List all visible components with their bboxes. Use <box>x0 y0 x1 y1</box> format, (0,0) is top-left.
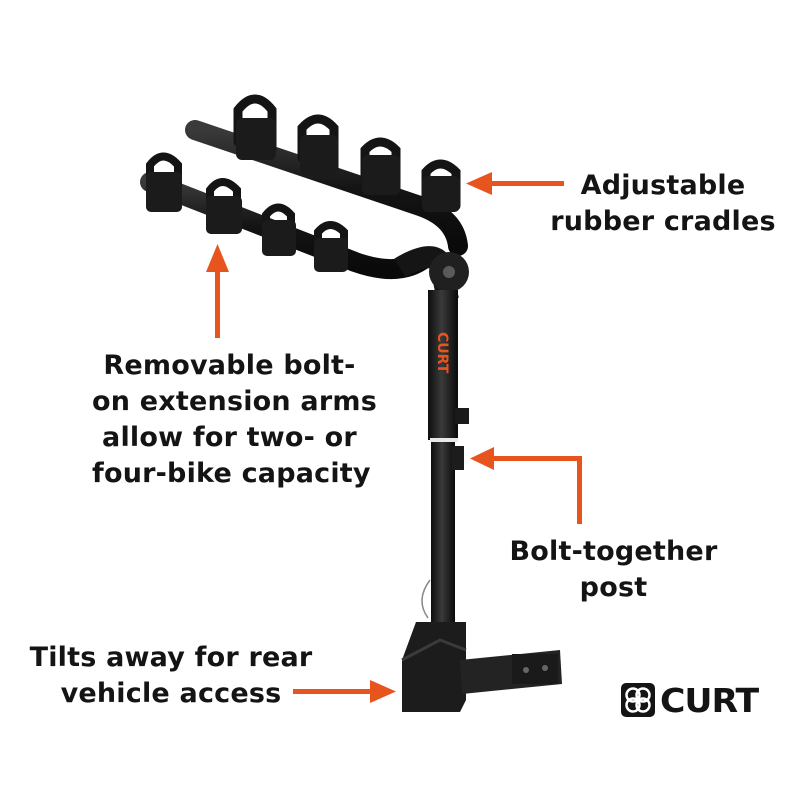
callout-line: Tilts away for rear <box>29 642 313 673</box>
brand-name: CURT <box>660 680 759 720</box>
bike-rack: CURT <box>140 120 562 712</box>
curt-logo: CURT <box>620 680 759 720</box>
callout-line: Removable bolt- <box>103 350 356 381</box>
callout-line: on extension arms <box>92 386 377 417</box>
callout-extension-arms: Removable bolt- on extension arms allow … <box>92 348 377 492</box>
callout-line: four-bike capacity <box>92 458 371 489</box>
callout-bolt-together-post: Bolt-together post <box>506 534 721 606</box>
callout-adjustable-cradles: Adjustable rubber cradles <box>548 168 778 240</box>
arrow-icon-post <box>470 447 582 524</box>
callout-line: post <box>579 572 648 603</box>
callout-line: allow for two- or <box>102 422 357 453</box>
arrow-icon-tilt <box>293 680 396 703</box>
callout-line: rubber cradles <box>550 206 776 237</box>
callout-tilt-away: Tilts away for rear vehicle access <box>26 640 316 712</box>
arrow-icon-cradles <box>466 172 564 195</box>
mast-brand-mark: CURT <box>434 332 450 374</box>
curt-logo-icon <box>621 683 655 717</box>
arrow-icon-arms <box>206 244 229 338</box>
rear-cradles <box>233 94 461 211</box>
rear-carry-arm <box>185 120 468 256</box>
base-bracket <box>402 622 466 712</box>
callout-line: Adjustable <box>580 170 746 201</box>
callout-line: vehicle access <box>60 678 282 709</box>
upper-mast <box>428 290 458 440</box>
callout-line: Bolt-together <box>509 536 718 567</box>
front-cradles <box>146 152 348 270</box>
lower-mast <box>431 442 455 622</box>
